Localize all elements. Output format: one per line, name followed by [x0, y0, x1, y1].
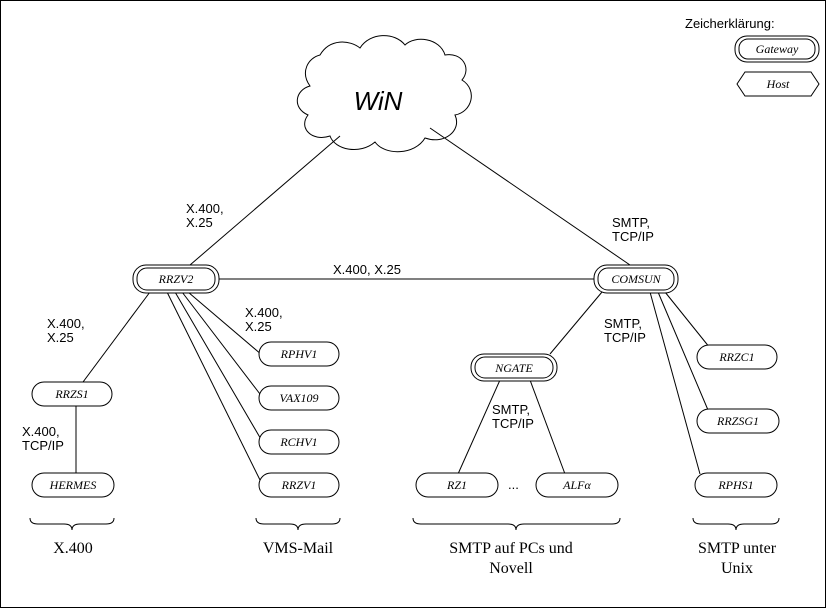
host-hermes: HERMES — [31, 472, 115, 498]
edge-labels: X.400, X.25 SMTP, TCP/IP X.400, X.25 X.4… — [22, 201, 654, 453]
legend-title: Zeicherklärung: — [685, 16, 775, 31]
host-rrzc1: RRZC1 — [696, 344, 778, 370]
gateway-ngate: NGATE — [470, 353, 558, 382]
group-label-smtp-unix-1: SMTP unter — [698, 540, 777, 557]
node-label-rrzs1: RRZS1 — [54, 387, 88, 401]
brace-smtp-pc — [412, 517, 621, 531]
host-rrzsg1: RRZSG1 — [696, 408, 780, 434]
label-ngate-hosts-2: TCP/IP — [492, 416, 534, 431]
node-label-rrzv2: RRZV2 — [158, 272, 194, 286]
host-rz1: RZ1 — [415, 472, 499, 498]
node-label-rz1: RZ1 — [446, 478, 467, 492]
node-label-hermes: HERMES — [49, 478, 97, 492]
host-rphs1: RPHS1 — [694, 472, 778, 498]
label-rrzs1-hermes-1: X.400, — [22, 424, 60, 439]
label-rrzv2-hosts-1: X.400, — [245, 305, 283, 320]
label-win-comsun-1: SMTP, — [612, 215, 650, 230]
node-label-rrzsg1: RRZSG1 — [716, 414, 759, 428]
label-comsun-ngate-1: SMTP, — [604, 316, 642, 331]
host-ellipsis: ... — [508, 477, 519, 492]
label-win-rrzv2-2: X.25 — [186, 215, 213, 230]
win-label: WiN — [354, 86, 403, 116]
gateway-rrzv2: RRZV2 — [132, 264, 220, 294]
edge-comsun-ngate — [549, 291, 603, 355]
legend-gateway: Gateway — [734, 35, 820, 63]
group-label-vms: VMS-Mail — [263, 540, 334, 557]
label-win-rrzv2-1: X.400, — [186, 201, 224, 216]
braces — [29, 517, 780, 531]
group-label-x400: X.400 — [53, 540, 93, 557]
host-alfa: ALFα — [535, 472, 619, 498]
edge-comsun-rrzsg1 — [657, 291, 709, 411]
group-label-smtp-unix-2: Unix — [721, 560, 753, 577]
group-labels: X.400 VMS-Mail SMTP auf PCs und Novell S… — [53, 540, 776, 577]
group-label-smtp-pc-2: Novell — [489, 560, 533, 577]
win-cloud: WiN — [296, 35, 472, 153]
brace-vms — [255, 517, 341, 531]
node-label-ngate: NGATE — [494, 361, 533, 375]
edge-rrzv2-rrzs1 — [82, 291, 151, 383]
host-rphv1: RPHV1 — [258, 341, 340, 367]
edges — [75, 127, 711, 485]
edge-win-rrzv2 — [189, 135, 341, 266]
host-rrzv1: RRZV1 — [258, 472, 340, 498]
edge-comsun-rrzc1 — [664, 291, 711, 349]
label-rrzv2-rrzs1-2: X.25 — [47, 330, 74, 345]
node-label-comsun: COMSUN — [611, 272, 661, 286]
label-rrzs1-hermes-2: TCP/IP — [22, 438, 64, 453]
edge-rrzv2-rphv1 — [187, 291, 263, 356]
edge-rrzv2-rrzv1 — [166, 291, 263, 485]
label-rrzv2-rrzs1-1: X.400, — [47, 316, 85, 331]
edge-win-comsun — [429, 127, 631, 266]
edge-rrzv2-vax109 — [181, 291, 264, 399]
legend-host: Host — [736, 71, 820, 97]
legend-gateway-label: Gateway — [756, 42, 799, 56]
node-label-vax109: VAX109 — [279, 391, 318, 405]
edge-rrzv2-rchv1 — [174, 291, 263, 442]
edge-ngate-rz1 — [457, 379, 501, 475]
label-rrzv2-hosts-2: X.25 — [245, 319, 272, 334]
edge-comsun-rphs1 — [649, 291, 701, 475]
label-ngate-hosts-1: SMTP, — [492, 402, 530, 417]
host-rrzs1: RRZS1 — [31, 381, 113, 407]
legend: Zeicherklärung: Gateway Host — [685, 16, 820, 97]
label-rrzv2-comsun: X.400, X.25 — [333, 262, 401, 277]
node-label-rphs1: RPHS1 — [717, 478, 753, 492]
label-comsun-ngate-2: TCP/IP — [604, 330, 646, 345]
group-label-smtp-pc-1: SMTP auf PCs und — [449, 540, 572, 557]
node-label-rrzv1: RRZV1 — [281, 478, 317, 492]
node-label-rphv1: RPHV1 — [280, 347, 318, 361]
node-label-alfa: ALFα — [562, 478, 591, 492]
legend-host-label: Host — [766, 77, 790, 91]
host-rchv1: RCHV1 — [258, 429, 340, 455]
gateway-comsun: COMSUN — [593, 264, 679, 294]
node-label-rchv1: RCHV1 — [279, 435, 317, 449]
brace-x400 — [29, 517, 115, 531]
brace-smtp-unix — [692, 517, 780, 531]
host-vax109: VAX109 — [258, 385, 340, 411]
edge-ngate-alfa — [529, 379, 566, 475]
node-label-rrzc1: RRZC1 — [718, 350, 754, 364]
label-win-comsun-2: TCP/IP — [612, 229, 654, 244]
